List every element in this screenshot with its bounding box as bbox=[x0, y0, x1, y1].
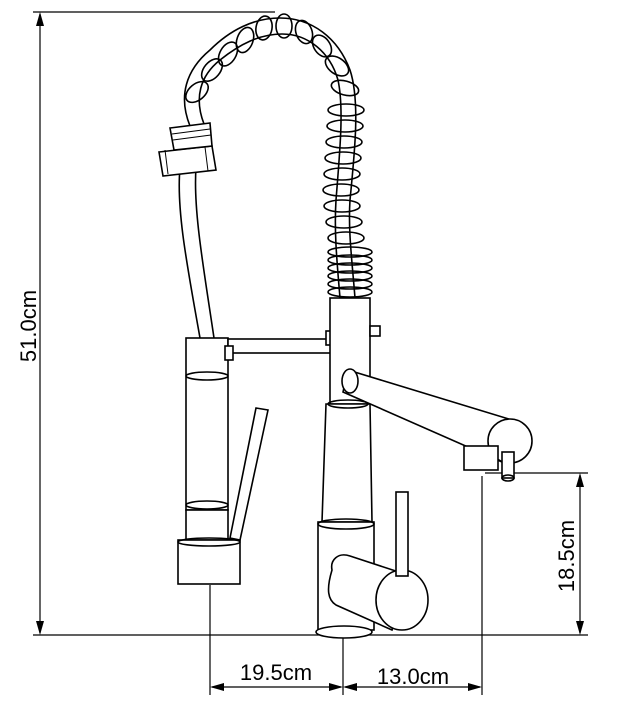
sprayer-head bbox=[158, 122, 217, 177]
faucet-drawing bbox=[158, 13, 533, 639]
sprayer-reach-label: 19.5cm bbox=[240, 660, 312, 685]
total-height-label: 51.0cm bbox=[16, 290, 41, 362]
spout-height-label: 18.5cm bbox=[554, 520, 579, 592]
mixer-handle bbox=[327, 491, 429, 632]
main-column bbox=[315, 297, 381, 639]
spring-coil bbox=[183, 13, 373, 299]
hose bbox=[178, 167, 201, 339]
sprayer-holder bbox=[177, 337, 241, 585]
spout-reach-label: 13.0cm bbox=[377, 664, 449, 689]
sprayer-lever bbox=[229, 407, 269, 541]
connecting-rod bbox=[224, 330, 335, 361]
spout bbox=[341, 368, 533, 482]
